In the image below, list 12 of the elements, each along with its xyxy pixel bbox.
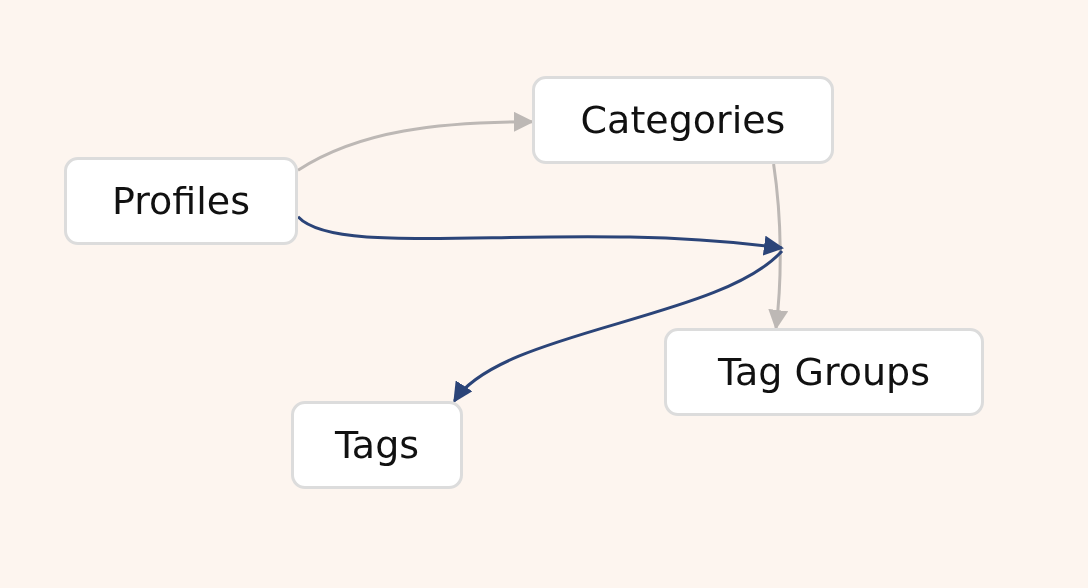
- node-box: [291, 401, 463, 489]
- node-label: Tags: [334, 423, 420, 467]
- node-box: [532, 76, 834, 164]
- arrow: [453, 249, 783, 403]
- node-box: [64, 157, 298, 245]
- arrow: [768, 163, 788, 330]
- node-label: Profiles: [112, 179, 250, 223]
- node-label: Categories: [580, 98, 786, 142]
- arrow: [297, 215, 784, 256]
- node-label: Tag Groups: [718, 350, 930, 394]
- node-box: [664, 328, 984, 416]
- arrow: [297, 111, 534, 172]
